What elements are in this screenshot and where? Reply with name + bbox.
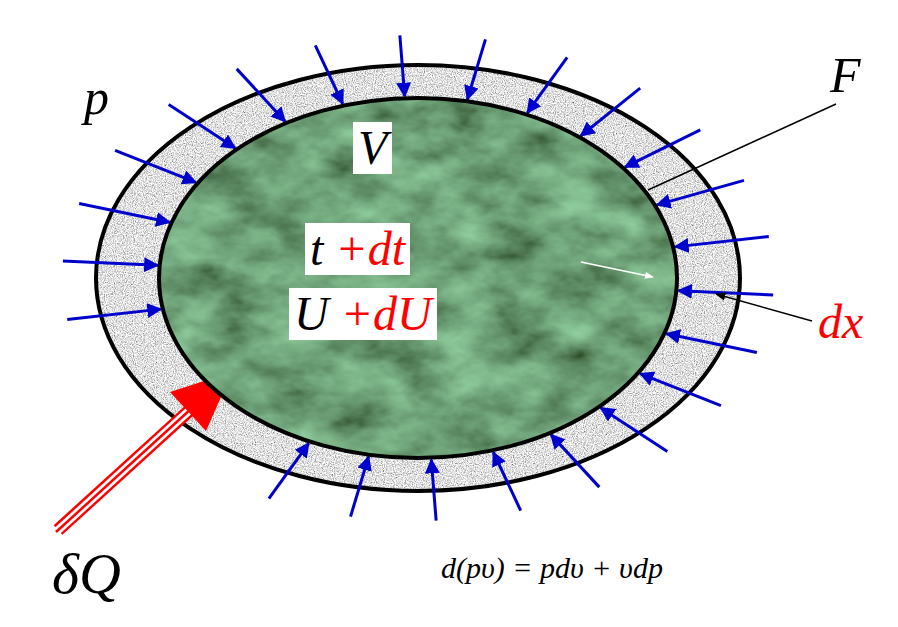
pressure-arrow bbox=[675, 236, 769, 246]
pressure-arrow bbox=[169, 105, 236, 149]
pressure-arrow bbox=[657, 180, 744, 205]
pressure-arrow bbox=[551, 435, 599, 487]
pressure-arrow bbox=[400, 35, 405, 96]
pressure-arrow bbox=[493, 452, 520, 510]
pressure-arrows bbox=[63, 35, 773, 520]
pressure-arrow bbox=[467, 39, 485, 99]
pressure-arrow bbox=[666, 334, 756, 353]
pressure-arrow bbox=[67, 309, 161, 319]
state-symbol: U bbox=[294, 290, 329, 338]
state-symbol: t bbox=[310, 225, 323, 273]
pressure-arrow bbox=[527, 57, 567, 112]
pressure-arrow bbox=[315, 45, 342, 103]
pressure-arrow bbox=[601, 408, 668, 452]
pressure-arrow bbox=[678, 291, 773, 295]
gas-volume: Vt+dtU+dU bbox=[157, 96, 679, 460]
pressure-label: p bbox=[84, 72, 109, 122]
text-patch: V bbox=[353, 122, 392, 174]
pressure-arrow bbox=[63, 261, 158, 265]
pressure-arrow bbox=[115, 150, 196, 182]
formula: d(pυ) = pdυ + υdp bbox=[441, 553, 663, 583]
green-ellipse bbox=[157, 96, 679, 460]
state-symbol: V bbox=[358, 124, 387, 172]
surface-label: F bbox=[830, 50, 861, 100]
pressure-arrow bbox=[640, 374, 721, 406]
pressure-arrow bbox=[431, 460, 436, 521]
pressure-arrow bbox=[351, 457, 369, 517]
heat-arrow bbox=[56, 372, 232, 532]
heat-label: δQ bbox=[52, 545, 121, 603]
pressure-arrow bbox=[79, 204, 169, 223]
pressure-arrow bbox=[625, 130, 700, 167]
state-symbol: +dt bbox=[335, 225, 405, 273]
text-patch: t+dt bbox=[305, 223, 410, 275]
porous-ring bbox=[90, 60, 750, 500]
leader-arrow bbox=[716, 294, 812, 321]
text-patch: U+dU bbox=[289, 288, 437, 340]
state-symbol: +dU bbox=[341, 290, 432, 338]
pressure-arrow bbox=[237, 69, 285, 121]
pressure-arrow bbox=[269, 443, 309, 498]
pressure-arrow bbox=[581, 88, 640, 136]
displacement-label: dx bbox=[818, 298, 863, 346]
leader-line bbox=[648, 104, 836, 190]
